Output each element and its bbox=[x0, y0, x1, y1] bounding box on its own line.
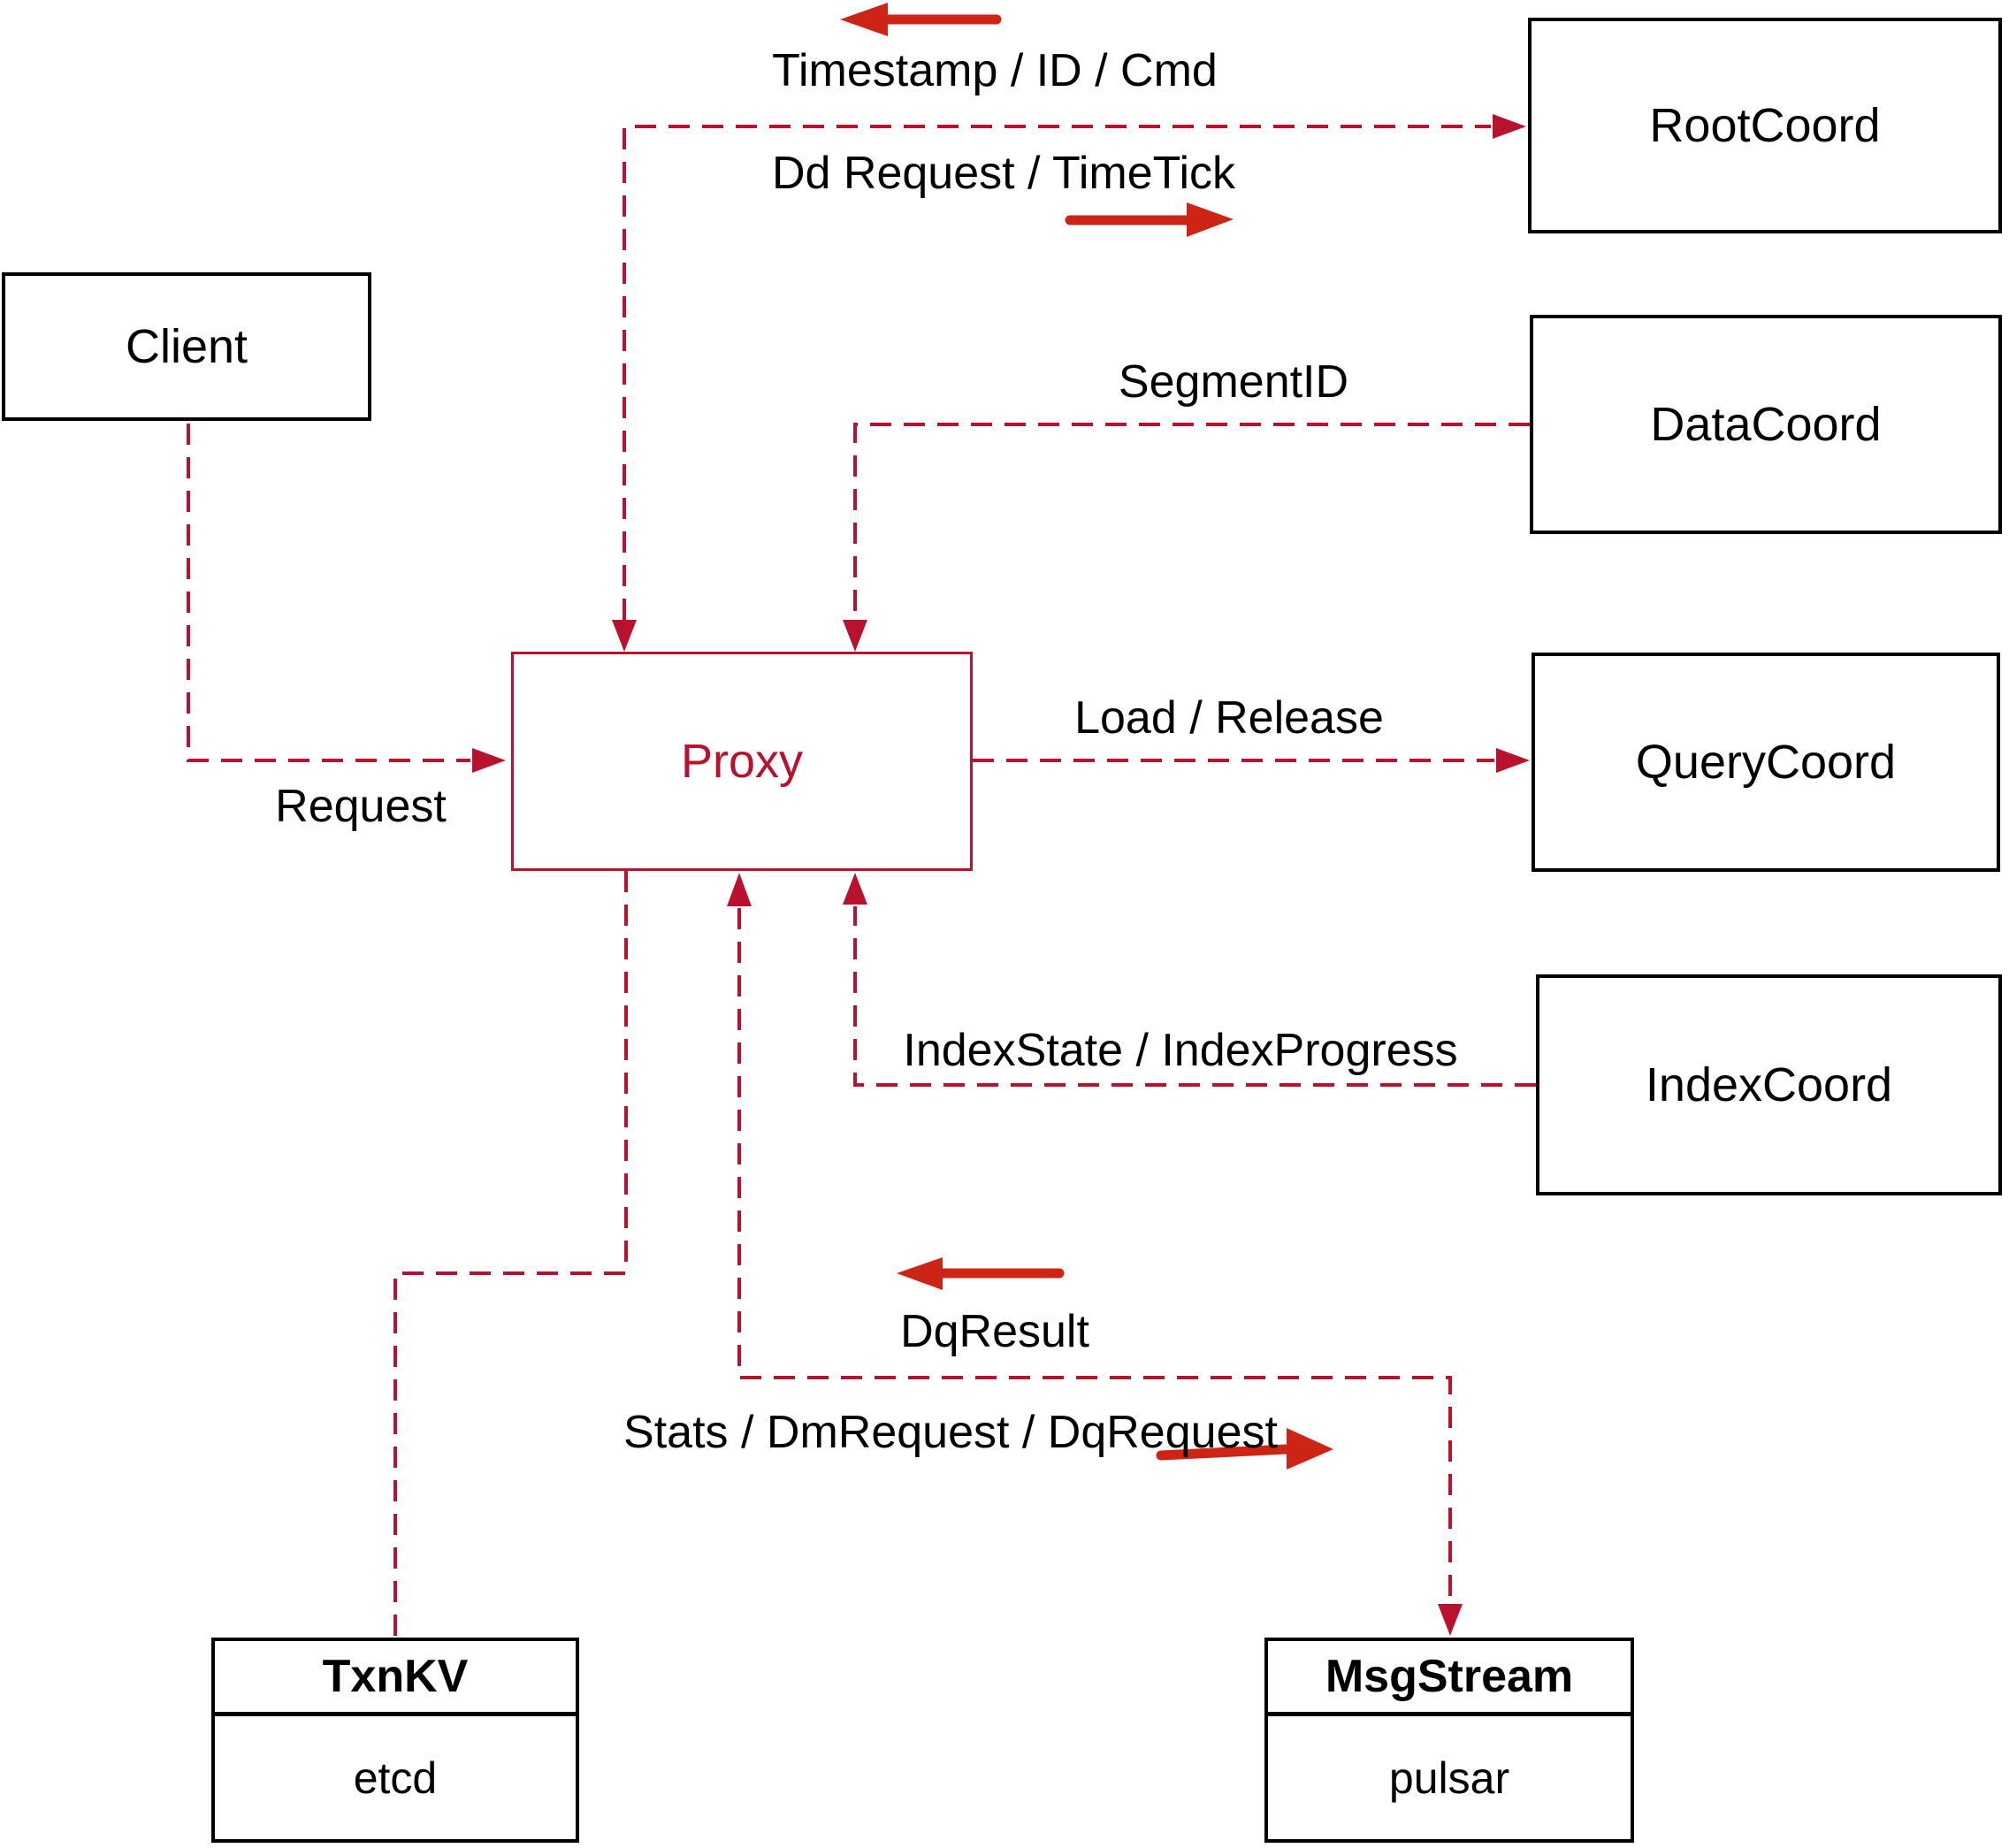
datacoord-proxy-connector bbox=[853, 423, 1530, 618]
edge-label-timestamp-id-cmd: Timestamp / ID / Cmd bbox=[772, 45, 1218, 96]
rootcoord-label: RootCoord bbox=[1649, 99, 1881, 152]
txnkv-node: TxnKV etcd bbox=[211, 1638, 579, 1843]
txnkv-body: etcd bbox=[353, 1753, 438, 1803]
edge-label-index-state-progress: IndexState / IndexProgress bbox=[903, 1025, 1458, 1076]
edge-label-segment-id: SegmentID bbox=[1118, 356, 1349, 408]
arrowhead-into-proxy-left bbox=[472, 748, 506, 773]
arrowhead-into-msgstream bbox=[1438, 1604, 1463, 1636]
right-direction-arrow-top bbox=[1065, 202, 1234, 237]
proxy-msgstream-connector bbox=[737, 908, 1452, 1602]
indexcoord-label: IndexCoord bbox=[1645, 1058, 1893, 1111]
msgstream-title: MsgStream bbox=[1268, 1641, 1631, 1716]
datacoord-label: DataCoord bbox=[1650, 398, 1882, 451]
indexcoord-proxy-connector bbox=[853, 906, 1536, 1087]
proxy-rootcoord-connector bbox=[623, 125, 1491, 620]
querycoord-node: QueryCoord bbox=[1532, 653, 2000, 872]
arrowhead-into-proxy-bottom-right bbox=[843, 873, 867, 905]
txnkv-title: TxnKV bbox=[215, 1641, 576, 1716]
edge-label-dd-request-timetick: Dd Request / TimeTick bbox=[771, 148, 1236, 199]
arrowhead-into-rootcoord bbox=[1493, 114, 1526, 139]
left-direction-arrow-dqresult bbox=[897, 1257, 1065, 1290]
client-node: Client bbox=[2, 272, 371, 421]
arrowhead-into-proxy-top-right bbox=[843, 620, 867, 652]
msgstream-node: MsgStream pulsar bbox=[1264, 1638, 1634, 1843]
msgstream-body: pulsar bbox=[1388, 1753, 1510, 1803]
arrowhead-into-proxy-top-left bbox=[612, 620, 637, 652]
edge-label-request: Request bbox=[275, 781, 447, 832]
right-direction-arrow-stats bbox=[1156, 1428, 1333, 1470]
arrowhead-into-proxy-bottom-left bbox=[727, 873, 752, 906]
edge-label-stats-dm-dq: Stats / DmRequest / DqRequest bbox=[623, 1407, 1278, 1458]
arrowhead-into-querycoord bbox=[1496, 748, 1530, 773]
left-direction-arrow-top bbox=[840, 3, 1002, 36]
proxy-node: Proxy bbox=[511, 652, 973, 871]
proxy-txnkv-connector bbox=[393, 871, 628, 1636]
edge-label-load-release: Load / Release bbox=[1074, 692, 1384, 744]
client-proxy-connector bbox=[187, 424, 470, 762]
client-label: Client bbox=[125, 320, 248, 373]
indexcoord-node: IndexCoord bbox=[1536, 974, 2002, 1195]
rootcoord-node: RootCoord bbox=[1528, 18, 2002, 233]
edge-label-dq-result: DqResult bbox=[900, 1306, 1089, 1357]
querycoord-label: QueryCoord bbox=[1635, 736, 1897, 789]
datacoord-node: DataCoord bbox=[1530, 315, 2002, 534]
proxy-label: Proxy bbox=[680, 735, 804, 788]
